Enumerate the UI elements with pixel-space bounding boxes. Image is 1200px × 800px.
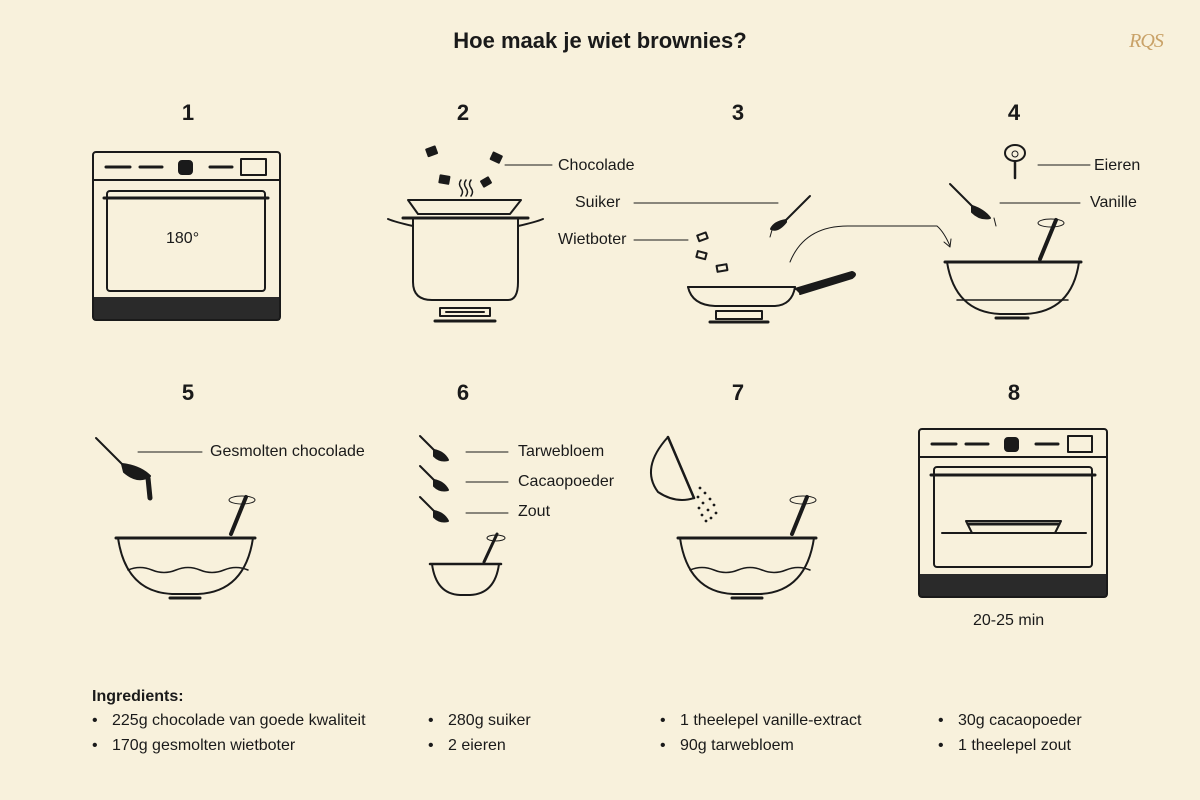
step-number-7: 7 — [731, 380, 745, 405]
label-suiker: Suiker — [575, 194, 621, 211]
logo-text: RQS — [1129, 30, 1164, 52]
label-cacaopoeder: Cacaopoeder — [518, 473, 615, 490]
ingredient-item: 1 theelepel vanille-extract — [660, 712, 861, 730]
chocolate-bowl-icon — [95, 437, 257, 600]
dry-ingredients-icon — [419, 435, 509, 596]
label-tarwebloem: Tarwebloem — [518, 443, 605, 460]
label-eieren: Eieren — [1094, 157, 1141, 174]
label-gesmolten-chocolade: Gesmolten chocolade — [210, 443, 365, 460]
ingredient-item: 225g chocolade van goede kwaliteit — [92, 712, 366, 730]
ingredient-item: 30g cacaopoeder — [938, 712, 1082, 730]
step-number-8: 8 — [1007, 380, 1021, 405]
oven-temperature: 180° — [166, 230, 200, 247]
label-zout: Zout — [518, 503, 551, 520]
baking-time: 20-25 min — [973, 612, 1045, 629]
rqs-logo: RQS — [1118, 26, 1174, 66]
step-number-2: 2 — [456, 100, 470, 125]
step-number-4: 4 — [1007, 100, 1021, 125]
label-vanille: Vanille — [1090, 194, 1137, 211]
baking-oven-icon — [918, 428, 1108, 598]
ingredient-item: 1 theelepel zout — [938, 737, 1071, 755]
pouring-bowl-icon — [650, 435, 818, 600]
label-wietboter: Wietboter — [558, 231, 627, 248]
step-number-1: 1 — [181, 100, 195, 125]
step-number-5: 5 — [181, 380, 195, 405]
page-title: Hoe maak je wiet brownies? — [453, 28, 747, 53]
ingredient-item: 280g suiker — [428, 712, 531, 730]
frying-pan-icon — [633, 195, 952, 324]
mixing-bowl-icon — [943, 144, 1091, 320]
ingredient-item: 90g tarwebloem — [660, 737, 794, 755]
step-number-3: 3 — [731, 100, 745, 125]
ingredient-item: 170g gesmolten wietboter — [92, 737, 295, 755]
ingredient-item: 2 eieren — [428, 737, 506, 755]
ingredients-heading: Ingredients: — [92, 688, 184, 705]
step-number-6: 6 — [456, 380, 470, 405]
pot-icon — [387, 145, 553, 323]
label-chocolade: Chocolade — [558, 157, 635, 174]
oven-icon — [92, 151, 281, 321]
